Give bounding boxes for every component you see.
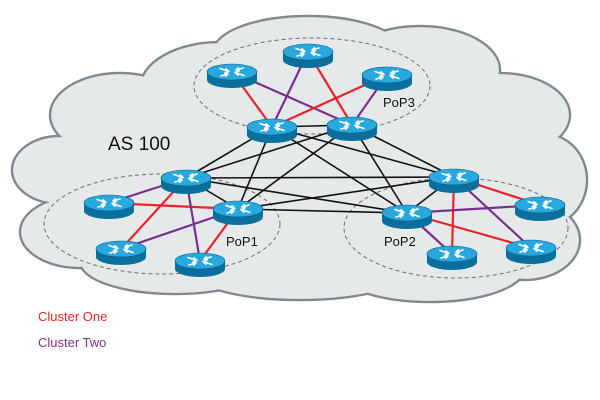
router-pop1-bottom xyxy=(174,252,226,277)
router-arrows-icon xyxy=(108,244,134,254)
router-arrows-icon xyxy=(295,47,321,57)
link-pop3-core-left-pop2-core-left xyxy=(271,126,408,214)
router-arrows-icon xyxy=(518,243,544,253)
pop2-label: PoP2 xyxy=(384,234,416,249)
router-arrows-icon xyxy=(439,249,465,259)
pop1-boundary xyxy=(43,173,281,275)
router-pop1-left xyxy=(83,194,135,219)
router-pop2-core-left xyxy=(381,204,433,229)
router-arrows-icon xyxy=(527,200,553,210)
router-arrows-icon xyxy=(96,198,122,208)
router-arrows-icon xyxy=(441,172,467,182)
router-arrows-icon xyxy=(394,208,420,218)
router-pop2-right xyxy=(514,196,566,221)
router-pop2-bottom-right xyxy=(505,239,557,264)
legend-cluster-one: Cluster One xyxy=(38,309,107,324)
link-pop3-core-right-pop1-core-top xyxy=(185,124,353,179)
router-arrows-icon xyxy=(187,256,213,266)
router-pop3-right xyxy=(361,66,413,91)
router-pop1-core-top xyxy=(160,169,212,194)
link-pop1-core-right-pop2-core-top xyxy=(237,176,455,210)
router-pop1-bottom-left xyxy=(95,240,147,265)
router-pop3-top xyxy=(282,43,334,68)
link-pop1-core-top-pop2-core-top xyxy=(185,176,455,179)
as-label: AS 100 xyxy=(108,134,170,155)
pop1-label: PoP1 xyxy=(226,234,258,249)
routers xyxy=(83,43,566,277)
router-arrows-icon xyxy=(339,120,365,130)
router-arrows-icon xyxy=(173,173,199,183)
link-pop3-core-right-pop1-core-right xyxy=(237,124,353,210)
legend-cluster-two: Cluster Two xyxy=(38,335,106,350)
router-pop3-core-right xyxy=(326,116,378,141)
router-pop3-core-left xyxy=(246,118,298,143)
router-pop2-bottom xyxy=(426,245,478,270)
router-arrows-icon xyxy=(374,70,400,80)
link-pop3-core-left-pop2-core-top xyxy=(271,126,455,178)
router-arrows-icon xyxy=(225,204,251,214)
router-pop2-core-top xyxy=(428,168,480,193)
pop3-boundary xyxy=(193,37,431,135)
as-cloud xyxy=(10,14,589,304)
router-arrows-icon xyxy=(259,122,285,132)
router-pop3-left xyxy=(206,63,258,88)
link-pop1-core-right-pop2-core-left xyxy=(237,208,408,214)
router-pop1-core-right xyxy=(212,200,264,225)
pop3-label: PoP3 xyxy=(383,95,415,110)
link-pop1-core-top-pop2-core-left xyxy=(185,177,408,214)
router-arrows-icon xyxy=(219,67,245,77)
